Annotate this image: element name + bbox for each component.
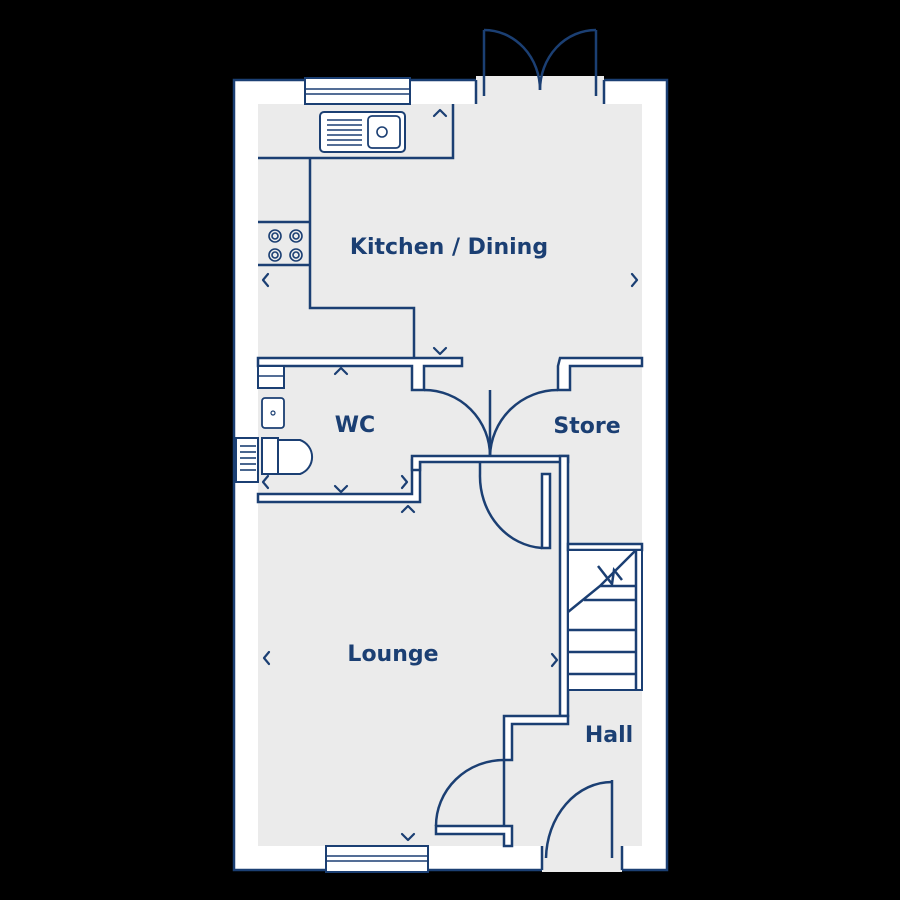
room-label-store: Store bbox=[553, 414, 620, 439]
door-swing-icon bbox=[423, 388, 624, 872]
bottom-window bbox=[325, 845, 429, 873]
french-doors bbox=[474, 28, 606, 106]
sink-icon bbox=[319, 111, 406, 153]
room-label-lounge: Lounge bbox=[347, 642, 438, 667]
top-window bbox=[304, 77, 411, 105]
dimension-arrow-icon bbox=[261, 108, 639, 842]
stairs-icon bbox=[567, 549, 643, 691]
basin-icon bbox=[261, 397, 285, 429]
hob-icon bbox=[268, 229, 303, 262]
room-label-kitchen-dining: Kitchen / Dining bbox=[350, 235, 548, 260]
room-label-wc: WC bbox=[335, 413, 375, 438]
toilet-icon bbox=[235, 437, 314, 483]
kitchen-counter bbox=[258, 104, 455, 358]
outer-walls bbox=[232, 78, 669, 872]
room-label-hall: Hall bbox=[585, 723, 633, 748]
